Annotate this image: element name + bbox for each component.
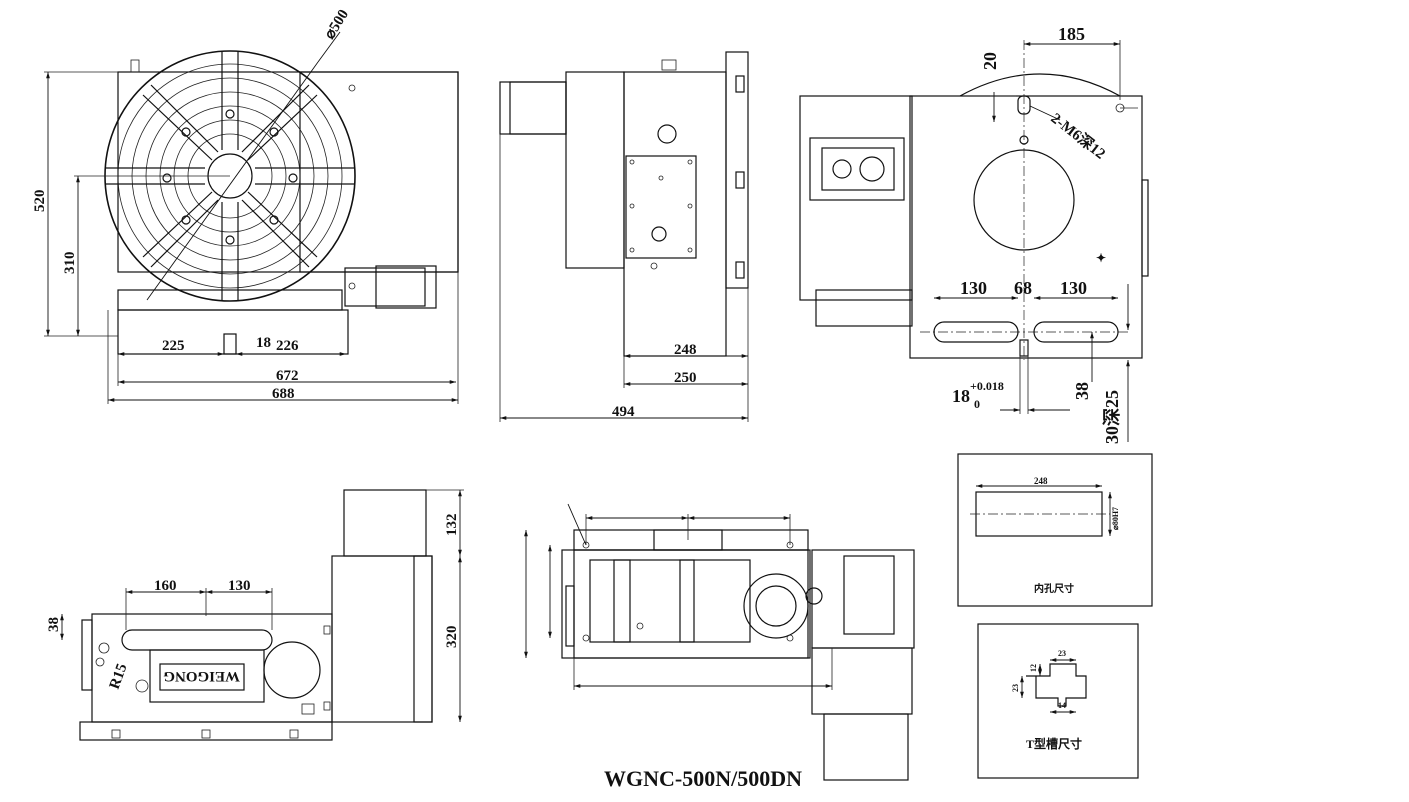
dim-dia500: ⌀500 xyxy=(322,7,352,42)
dim-r38: 38 xyxy=(1072,382,1092,400)
dim-bl320: 320 xyxy=(444,626,460,649)
svg-text:✦: ✦ xyxy=(1096,251,1106,265)
front-view: ⌀500 520 310 225 18 226 672 688 xyxy=(32,7,459,404)
dim-ts14: 14 xyxy=(1058,701,1066,710)
dim-w672: 672 xyxy=(276,368,299,384)
logo-text: WEIGONG xyxy=(163,668,240,684)
dim-r68: 68 xyxy=(1014,278,1032,298)
dim-bl38: 38 xyxy=(46,617,62,632)
dim-ih-dia: ⌀80H7 xyxy=(1111,507,1120,530)
dim-w225: 225 xyxy=(162,338,185,354)
dim-r20: 20 xyxy=(980,52,1000,70)
tslot-box: 23 12 23 14 T型槽尺寸 xyxy=(977,623,1139,779)
dim-bl-r15: R15 xyxy=(107,662,131,692)
dim-r185: 185 xyxy=(1058,24,1085,44)
dim-bl160: 160 xyxy=(154,578,177,594)
tslot-caption: T型槽尺寸 xyxy=(1026,736,1082,751)
dim-r18: 18 xyxy=(952,386,970,406)
dim-r30: 30深25 xyxy=(1101,390,1122,444)
dim-ts23b: 23 xyxy=(1011,684,1020,692)
bottom-left-view: WEIGONG 160 130 38 132 320 R15 xyxy=(46,489,464,741)
drawing-title: WGNC-500N/500DN xyxy=(604,766,802,791)
dim-h520: 520 xyxy=(32,190,48,213)
dim-r18-tol: +0.018 xyxy=(970,379,1004,393)
dim-side-494: 494 xyxy=(612,404,635,420)
dim-bl130: 130 xyxy=(228,578,251,594)
inner-hole-caption: 内孔尺寸 xyxy=(1034,582,1074,595)
dim-bl132: 132 xyxy=(444,514,460,537)
dim-w226: 226 xyxy=(276,338,299,354)
right-view: 185 20 2-M6深12 130 68 130 18 +0.018 0 38… xyxy=(799,24,1149,444)
dim-side-248: 248 xyxy=(674,342,697,358)
dim-ts12: 12 xyxy=(1029,664,1038,672)
dim-r130a: 130 xyxy=(960,278,987,298)
dim-h310: 310 xyxy=(62,252,78,275)
dim-r18-tol0: 0 xyxy=(974,397,980,411)
dim-side-250: 250 xyxy=(674,370,697,386)
side-view: 248 250 494 xyxy=(499,51,749,422)
dim-ih248: 248 xyxy=(1034,476,1048,486)
dim-ts23a: 23 xyxy=(1058,649,1066,658)
bottom-middle-view xyxy=(524,503,915,781)
dim-r-hole: 2-M6深12 xyxy=(1048,109,1110,163)
dim-r130b: 130 xyxy=(1060,278,1087,298)
dim-w18: 18 xyxy=(256,335,271,351)
inner-hole-box: 248 ⌀80H7 内孔尺寸 xyxy=(957,453,1153,607)
dim-w688: 688 xyxy=(272,386,295,402)
